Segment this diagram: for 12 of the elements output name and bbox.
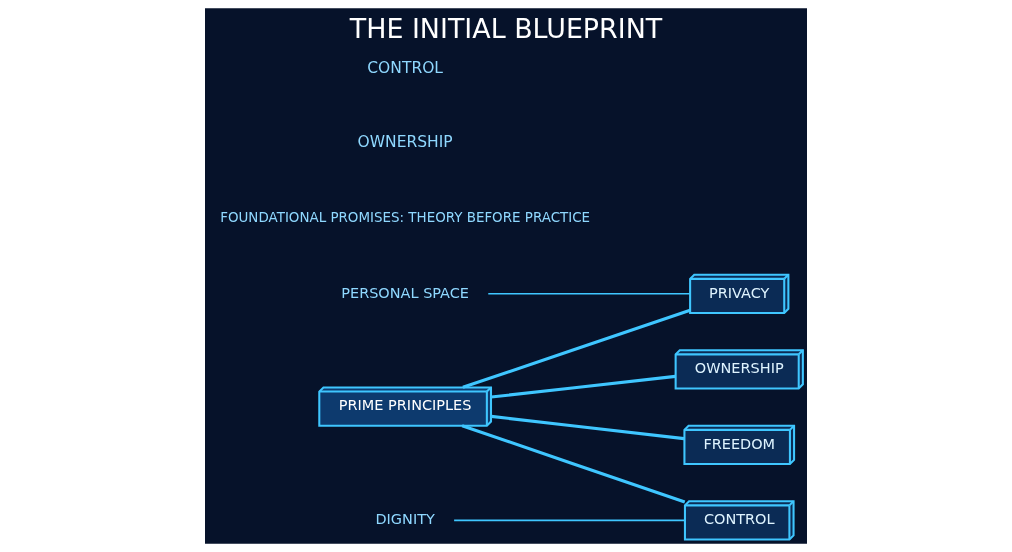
connector: [453, 519, 686, 522]
connector: [491, 374, 676, 399]
node-text: DIGNITY: [375, 511, 435, 528]
connector: [491, 414, 685, 441]
connector: [461, 424, 686, 504]
connector: [462, 308, 691, 389]
label: CONTROL: [367, 59, 443, 78]
node-text: PERSONAL SPACE: [341, 284, 470, 301]
label: OWNERSHIP: [357, 133, 453, 152]
connector: [487, 293, 691, 295]
diagram-title: THE INITIAL BLUEPRINT: [349, 13, 663, 45]
label: FOUNDATIONAL PROMISES: THEORY BEFORE PRACTICE: [220, 209, 591, 225]
